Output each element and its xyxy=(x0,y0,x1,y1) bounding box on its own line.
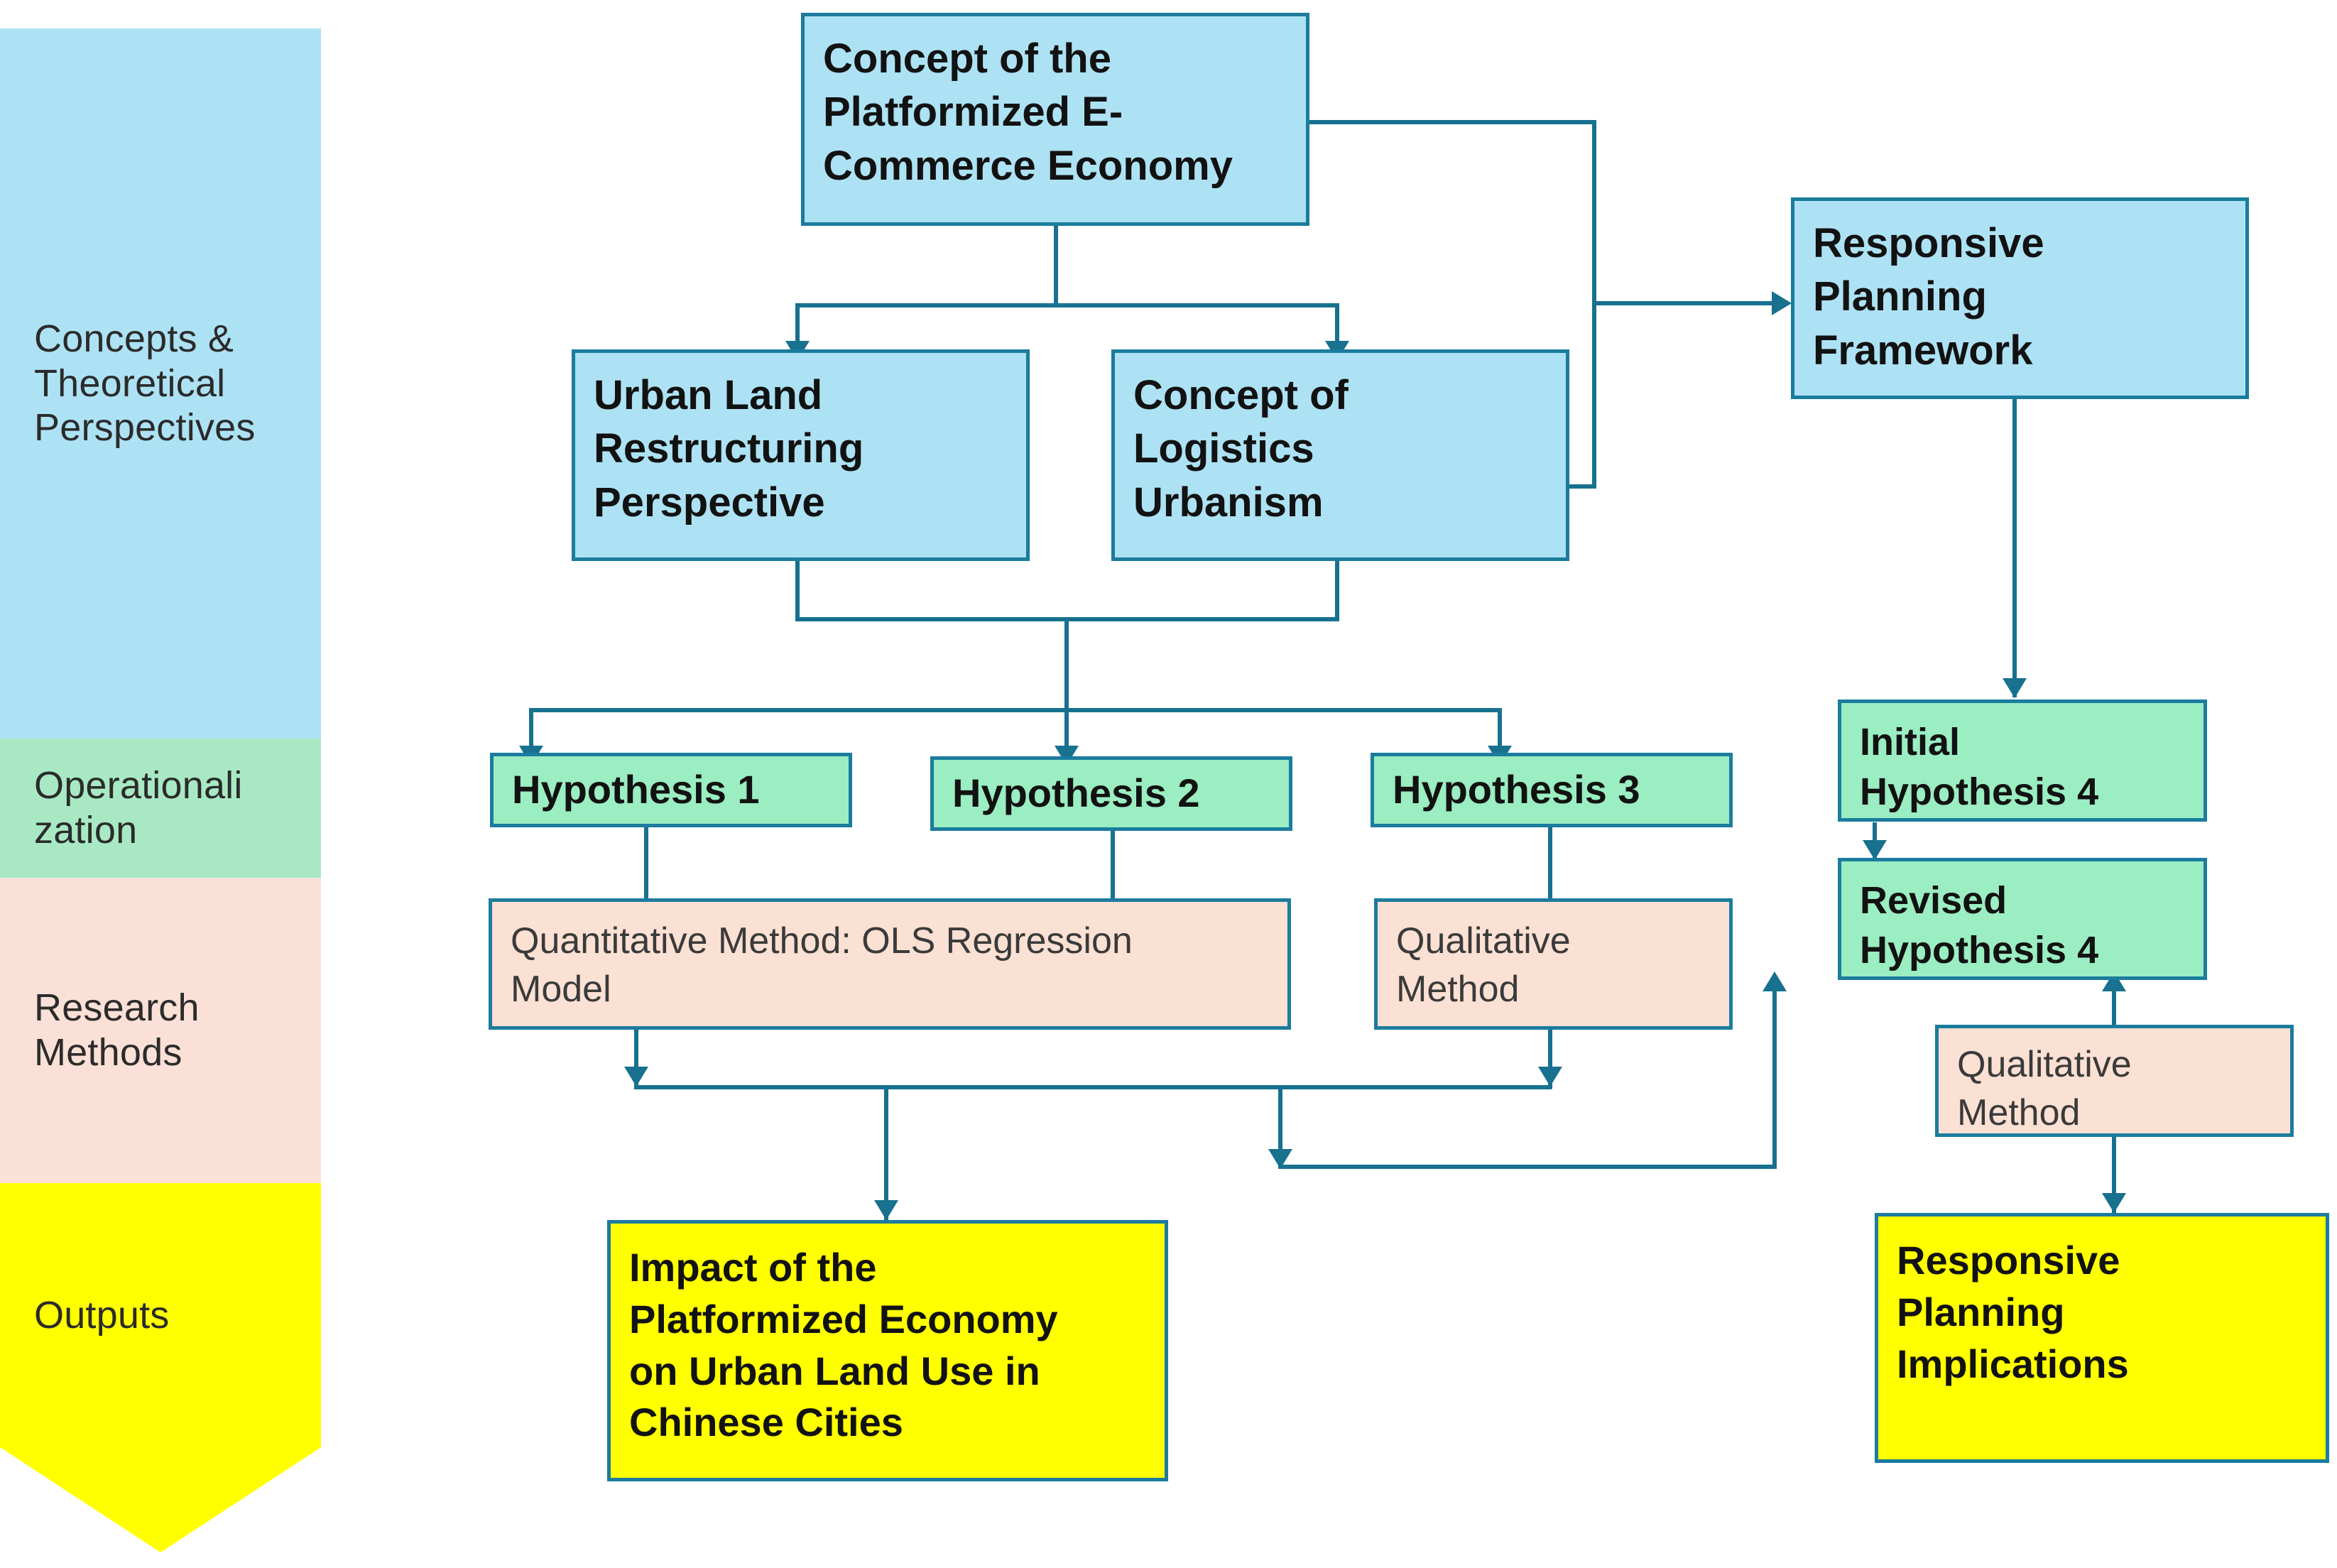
connector-framework-to-initial-h4 xyxy=(2012,399,2017,697)
connector-hypotheses-trunk xyxy=(1064,617,1069,712)
node-hypothesis-3-label: Hypothesis 3 xyxy=(1393,767,1640,812)
node-responsive-planning-framework-label: Responsive Planning Framework xyxy=(1813,220,2044,374)
node-responsive-planning-framework[interactable]: Responsive Planning Framework xyxy=(1791,197,2249,399)
node-urban-land-restructuring-perspective[interactable]: Urban Land Restructuring Perspective xyxy=(572,349,1030,561)
node-hypothesis-1[interactable]: Hypothesis 1 xyxy=(490,753,852,827)
connector-logistics-to-framework xyxy=(1568,484,1596,489)
node-concept-logistics-urbanism[interactable]: Concept of Logistics Urbanism xyxy=(1111,349,1569,561)
node-output-impact-platformized-economy-label: Impact of the Platformized Economy on Ur… xyxy=(629,1245,1058,1445)
connector-quant-to-h1 xyxy=(644,795,648,898)
connector-qual-right-to-revised-h4 xyxy=(2112,979,2116,1025)
arrowhead-initial-h4-icon xyxy=(2003,678,2027,698)
connector-to-hypothesis-2 xyxy=(1064,708,1069,751)
arrowhead-responsive-framework-icon xyxy=(1772,291,1792,315)
arrowhead-output-impact-icon xyxy=(874,1200,898,1220)
node-qualitative-method-right-label: Qualitative Method xyxy=(1957,1044,2132,1133)
node-concept-logistics-urbanism-label: Concept of Logistics Urbanism xyxy=(1133,372,1349,526)
node-qualitative-method-left[interactable]: Qualitative Method xyxy=(1374,898,1733,1030)
node-concept-platformized-ecommerce-economy-label: Concept of the Platformized E- Commerce … xyxy=(823,36,1233,189)
connector-outputs-join-bar xyxy=(634,1085,1552,1089)
node-qualitative-method-left-label: Qualitative Method xyxy=(1396,920,1571,1010)
connector-to-hypothesis-3 xyxy=(1498,708,1502,751)
node-revised-hypothesis-4[interactable]: Revised Hypothesis 4 xyxy=(1838,858,2207,980)
arrowhead-revised-h4-up-icon xyxy=(1763,971,1787,991)
node-initial-hypothesis-4-label: Initial Hypothesis 4 xyxy=(1860,721,2099,814)
arrowhead-revised-h4-icon xyxy=(1863,840,1887,860)
connector-qual-right-to-output xyxy=(2112,1135,2116,1213)
connector-concept-down xyxy=(1054,226,1058,305)
node-revised-hypothesis-4-label: Revised Hypothesis 4 xyxy=(1860,879,2099,972)
connector-hypotheses-split-bar xyxy=(529,708,1502,712)
connector-to-revised-h4-across xyxy=(1278,1165,1777,1169)
connector-to-hypothesis-1 xyxy=(529,708,533,751)
band-outputs-label: Outputs xyxy=(34,1293,170,1336)
band-operationalization-label: Operationali zation xyxy=(34,764,243,851)
band-concepts: Concepts & Theoretical Perspectives xyxy=(0,28,321,739)
connector-urban-land-down xyxy=(795,561,800,621)
connector-qual-to-h3 xyxy=(1548,795,1552,898)
node-output-responsive-planning-implications-label: Responsive Planning Implications xyxy=(1897,1238,2129,1386)
connector-to-logistics xyxy=(1335,303,1339,346)
connector-quant-down xyxy=(634,1028,638,1089)
node-quantitative-method-ols[interactable]: Quantitative Method: OLS Regression Mode… xyxy=(489,898,1291,1030)
connector-logistics-down xyxy=(1335,561,1339,621)
node-output-impact-platformized-economy[interactable]: Impact of the Platformized Economy on Ur… xyxy=(607,1220,1168,1481)
node-hypothesis-1-label: Hypothesis 1 xyxy=(512,767,760,812)
band-research-methods-label: Research Methods xyxy=(34,986,200,1074)
connector-qual-down xyxy=(1548,1028,1552,1089)
arrowhead-qual-down-icon xyxy=(1538,1067,1562,1087)
band-concepts-label: Concepts & Theoretical Perspectives xyxy=(34,317,256,450)
arrowhead-revised-h4-elbow-icon xyxy=(1268,1149,1292,1169)
node-hypothesis-2[interactable]: Hypothesis 2 xyxy=(930,756,1292,831)
connector-quant-to-h2 xyxy=(1111,799,1115,898)
connector-to-output-impact xyxy=(884,1085,888,1220)
band-research-methods: Research Methods xyxy=(0,878,321,1183)
connector-to-responsive-framework xyxy=(1592,301,1780,305)
connector-to-revised-h4-down xyxy=(1278,1085,1282,1169)
node-qualitative-method-right[interactable]: Qualitative Method xyxy=(1935,1025,2294,1137)
node-hypothesis-2-label: Hypothesis 2 xyxy=(952,771,1200,816)
node-output-responsive-planning-implications[interactable]: Responsive Planning Implications xyxy=(1875,1213,2329,1463)
band-outputs: Outputs xyxy=(0,1183,321,1447)
band-operationalization: Operationali zation xyxy=(0,739,321,878)
node-urban-land-restructuring-perspective-label: Urban Land Restructuring Perspective xyxy=(594,372,864,526)
arrowhead-quant-down-icon xyxy=(624,1067,648,1087)
band-arrow-down-icon xyxy=(0,1447,321,1552)
node-quantitative-method-ols-label: Quantitative Method: OLS Regression Mode… xyxy=(511,920,1133,1010)
connector-concept-split-bar xyxy=(797,303,1339,307)
connector-to-urban-land xyxy=(795,303,800,346)
arrowhead-output-implications-icon xyxy=(2102,1193,2126,1213)
node-hypothesis-3[interactable]: Hypothesis 3 xyxy=(1371,753,1733,827)
node-concept-platformized-ecommerce-economy[interactable]: Concept of the Platformized E- Commerce … xyxy=(801,13,1309,226)
node-initial-hypothesis-4[interactable]: Initial Hypothesis 4 xyxy=(1838,699,2207,822)
connector-to-revised-h4-up xyxy=(1772,979,1777,1167)
connector-concept-to-framework-top xyxy=(1307,120,1596,124)
